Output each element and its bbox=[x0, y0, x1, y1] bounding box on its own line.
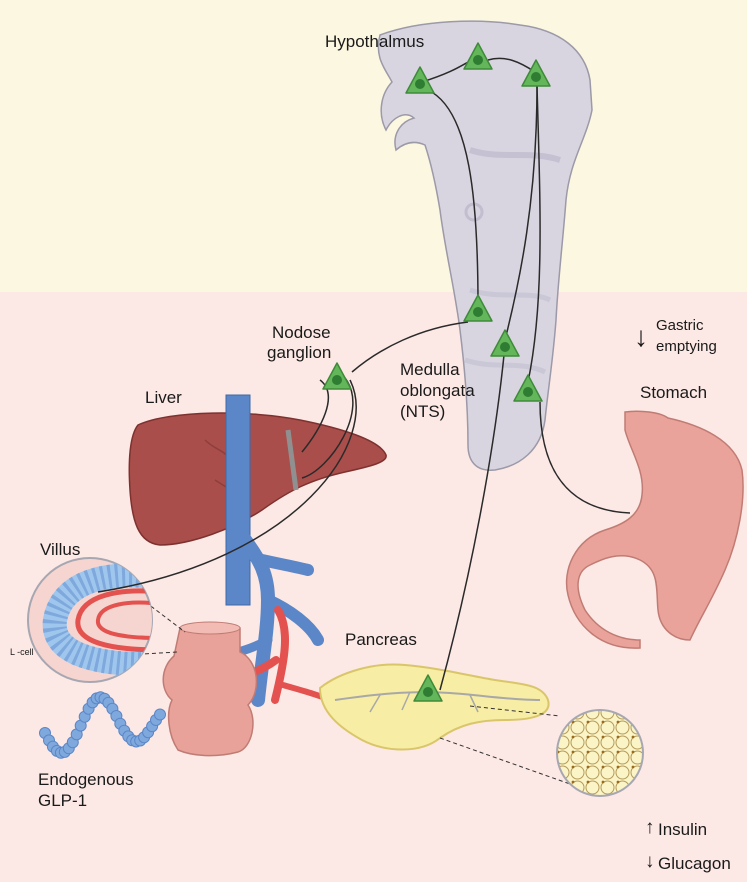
neuron-nucleus bbox=[473, 307, 483, 317]
glucagon-down-arrow: ↓ bbox=[645, 852, 655, 871]
gastric-down-arrow: ↓ bbox=[634, 322, 648, 352]
endogenous-label-line2: GLP-1 bbox=[38, 791, 87, 810]
stomach-label: Stomach bbox=[640, 383, 707, 402]
insulin-up-arrow: ↑ bbox=[645, 818, 655, 837]
glucagon-label: Glucagon bbox=[658, 854, 731, 873]
endogenous-label-line1: Endogenous bbox=[38, 770, 133, 789]
nodose-ganglion-label-line2: ganglion bbox=[267, 343, 331, 362]
gastric-label-line1: Gastric bbox=[656, 316, 704, 335]
villus-label: Villus bbox=[40, 540, 80, 559]
gastric-label-line2: emptying bbox=[656, 337, 717, 356]
neuron-nucleus bbox=[531, 72, 541, 82]
insulin-label: Insulin bbox=[658, 820, 707, 839]
medulla-label-line2: oblongata bbox=[400, 381, 475, 400]
medulla-label-line1: Medulla bbox=[400, 360, 460, 379]
liver-label: Liver bbox=[145, 388, 182, 407]
glp1-bead bbox=[155, 709, 166, 720]
nodose-ganglion-label-line1: Nodose bbox=[272, 323, 331, 342]
medulla-label-line3: (NTS) bbox=[400, 402, 445, 421]
neuron-nucleus bbox=[423, 687, 433, 697]
neuron-nucleus bbox=[473, 55, 483, 65]
neuron-nucleus bbox=[332, 375, 342, 385]
pancreas-label: Pancreas bbox=[345, 630, 417, 649]
neuron-nucleus bbox=[500, 342, 510, 352]
neuron-nucleus bbox=[415, 79, 425, 89]
neuron-nucleus bbox=[523, 387, 533, 397]
hypothalamus-label: Hypothalmus bbox=[325, 32, 424, 51]
l-cell-label: L -cell bbox=[10, 647, 34, 657]
